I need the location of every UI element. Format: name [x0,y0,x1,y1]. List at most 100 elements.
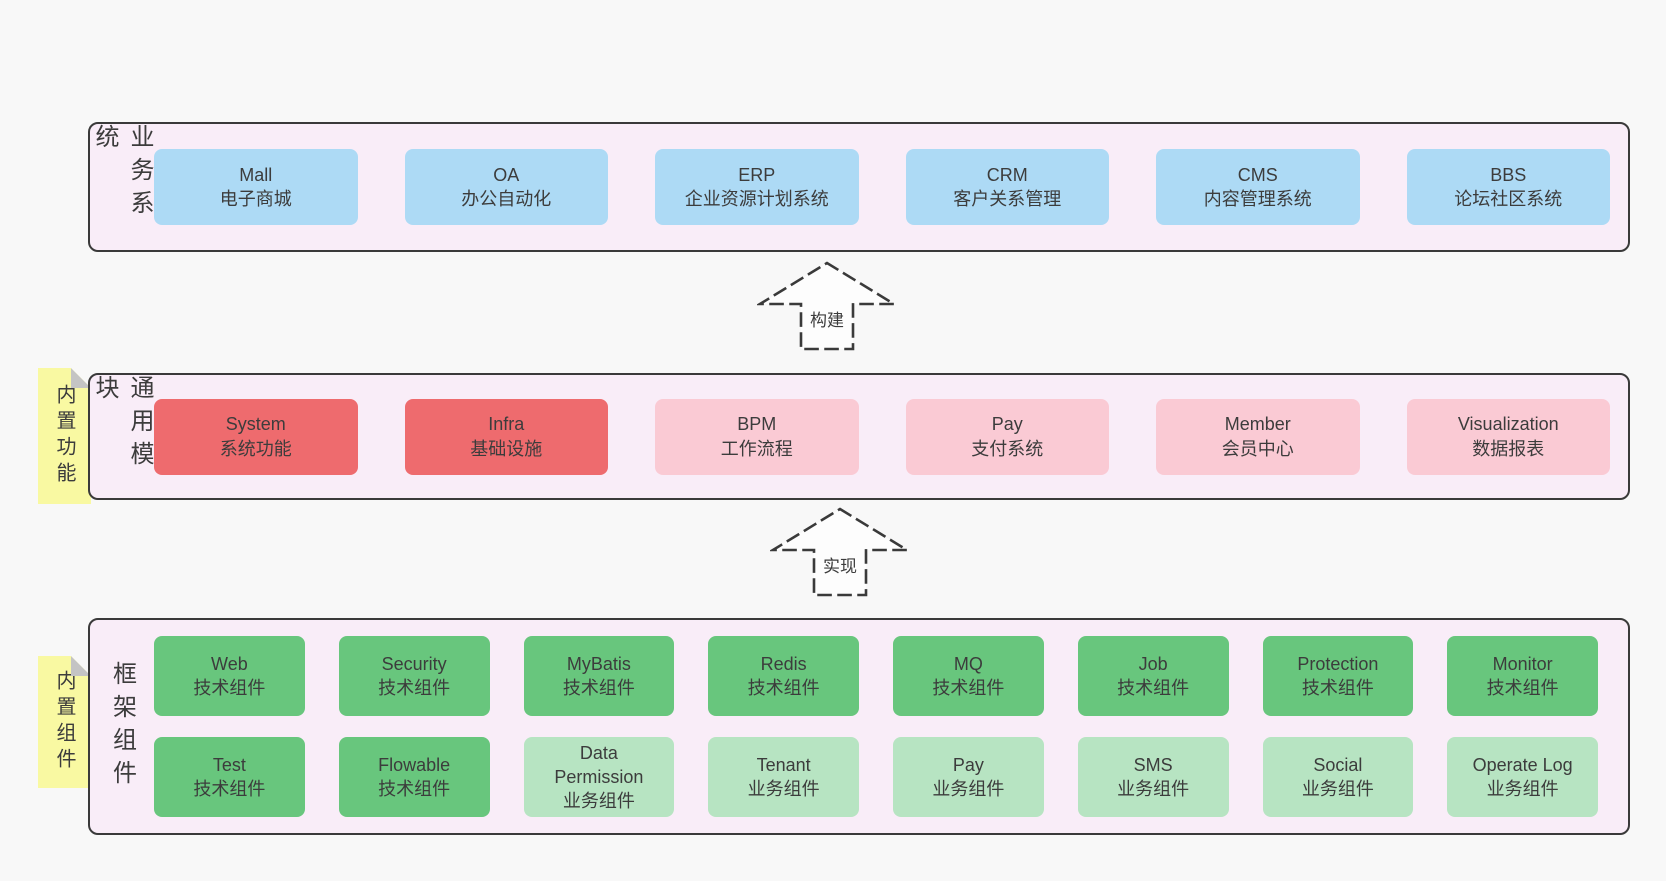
box-subtitle: 技术组件 [1486,678,1559,698]
box-title: MyBatis [566,653,631,674]
box-title: Protection [1297,653,1379,674]
box-data-permission: Data Permission 业务组件 [523,737,675,817]
box-subtitle: 电子商城 [219,189,292,209]
box-job: Job 技术组件 [1077,636,1229,716]
box-web: Web 技术组件 [154,636,305,716]
box-subtitle: 企业资源计划系统 [684,189,829,209]
box-oa: OA 办公自动化 [404,149,608,225]
box-subtitle: 办公自动化 [461,189,552,209]
box-title: System [225,414,286,435]
box-title: Web [211,653,248,674]
box-redis: Redis 技术组件 [708,636,859,716]
box-operate-log: Operate Log 业务组件 [1447,737,1598,817]
box-title: Tenant [756,754,811,775]
layer-label-modules: 通用模块 [91,375,153,474]
box-subtitle: 业务组件 [1117,779,1190,799]
box-subtitle: 技术组件 [378,779,451,799]
box-subtitle: 技术组件 [562,678,635,698]
box-title: Job [1138,653,1168,674]
box-subtitle: 业务组件 [1486,779,1559,799]
box-protection: Protection 技术组件 [1262,636,1414,716]
box-system: System 系统功能 [154,398,358,475]
box-infra: Infra 基础设施 [404,398,608,475]
box-subtitle: 系统功能 [219,438,292,459]
box-title: ERP [738,164,776,185]
box-pay-module: Pay 支付系统 [905,398,1109,475]
box-subtitle: 技术组件 [1301,678,1374,698]
box-mybatis: MyBatis 技术组件 [523,636,675,716]
box-pay-component: Pay 业务组件 [893,737,1044,817]
box-title: BPM [737,414,777,435]
box-subtitle: 业务组件 [747,779,820,799]
box-bbs: BBS 论坛社区系统 [1406,149,1610,225]
box-title: Pay [952,754,984,775]
box-test: Test 技术组件 [154,737,305,817]
framework-rows: Web 技术组件 Security 技术组件 MyBatis 技术组件 Redi… [154,620,1628,833]
box-title: Data Permission [554,742,644,787]
box-security: Security 技术组件 [338,636,490,716]
box-bpm: BPM 工作流程 [655,398,859,475]
box-title: Infra [488,414,525,435]
box-crm: CRM 客户关系管理 [905,149,1109,225]
box-subtitle: 内容管理系统 [1203,189,1312,209]
box-subtitle: 技术组件 [747,678,820,698]
arrow-build: 构建 [757,260,897,352]
box-title: BBS [1490,164,1527,185]
box-subtitle: 业务组件 [562,791,635,812]
box-subtitle: 论坛社区系统 [1454,189,1563,209]
layer-label-business: 业务系统 [91,124,153,223]
business-systems-layer: 业务系统 Mall 电子商城 OA 办公自动化 ERP 企业资源计划系统 CRM… [88,122,1630,252]
box-subtitle: 技术组件 [932,678,1005,698]
box-sms: SMS 业务组件 [1077,737,1229,817]
box-erp: ERP 企业资源计划系统 [655,149,859,225]
box-social: Social 业务组件 [1262,737,1414,817]
box-flowable: Flowable 技术组件 [338,737,490,817]
arrow-build-label: 构建 [808,306,846,331]
layer-label-framework: 框架组件 [108,660,136,793]
box-title: CRM [986,164,1028,185]
box-subtitle: 支付系统 [971,438,1044,459]
box-title: Pay [991,414,1023,435]
box-subtitle: 业务组件 [932,779,1005,799]
box-tenant: Tenant 业务组件 [708,737,859,817]
box-subtitle: 客户关系管理 [953,189,1062,209]
box-title: Operate Log [1472,754,1573,775]
box-title: Member [1224,414,1291,435]
arrow-implement-label: 实现 [821,552,859,577]
box-subtitle: 技术组件 [193,779,266,799]
sticky-note-label: 内置功能 [53,384,75,488]
box-title: Test [212,754,246,775]
framework-components-layer: 框架组件 Web 技术组件 Security 技术组件 MyBatis 技术组件… [88,618,1630,835]
sticky-note-label: 内置组件 [53,670,75,774]
box-title: Mall [239,164,273,185]
box-subtitle: 数据报表 [1472,438,1545,459]
box-title: Security [381,653,447,674]
box-title: Flowable [378,754,451,775]
box-subtitle: 工作流程 [720,438,793,459]
box-monitor: Monitor 技术组件 [1447,636,1598,716]
arrow-implement: 实现 [770,506,910,598]
box-title: MQ [953,653,983,674]
box-subtitle: 技术组件 [378,678,451,698]
sticky-note-built-in-features: 内置功能 [38,368,91,504]
box-title: Redis [760,653,807,674]
common-modules-layer: 通用模块 System 系统功能 Infra 基础设施 BPM 工作流程 Pay… [88,373,1630,500]
box-mq: MQ 技术组件 [893,636,1044,716]
box-member: Member 会员中心 [1156,398,1360,475]
modules-boxes-row: System 系统功能 Infra 基础设施 BPM 工作流程 Pay 支付系统… [154,375,1628,498]
box-title: SMS [1133,754,1173,775]
business-boxes-row: Mall 电子商城 OA 办公自动化 ERP 企业资源计划系统 CRM 客户关系… [154,124,1628,250]
box-subtitle: 技术组件 [1117,678,1190,698]
box-subtitle: 技术组件 [193,678,266,698]
box-visualization: Visualization 数据报表 [1406,398,1610,475]
box-mall: Mall 电子商城 [154,149,358,225]
box-title: Visualization [1457,414,1559,435]
framework-row-2: Test 技术组件 Flowable 技术组件 Data Permission … [154,737,1598,817]
box-title: CMS [1237,164,1278,185]
framework-row-1: Web 技术组件 Security 技术组件 MyBatis 技术组件 Redi… [154,636,1598,716]
box-title: Monitor [1492,653,1553,674]
sticky-note-built-in-components: 内置组件 [38,656,91,788]
box-title: OA [493,164,520,185]
box-subtitle: 业务组件 [1301,779,1374,799]
box-subtitle: 基础设施 [470,438,543,459]
